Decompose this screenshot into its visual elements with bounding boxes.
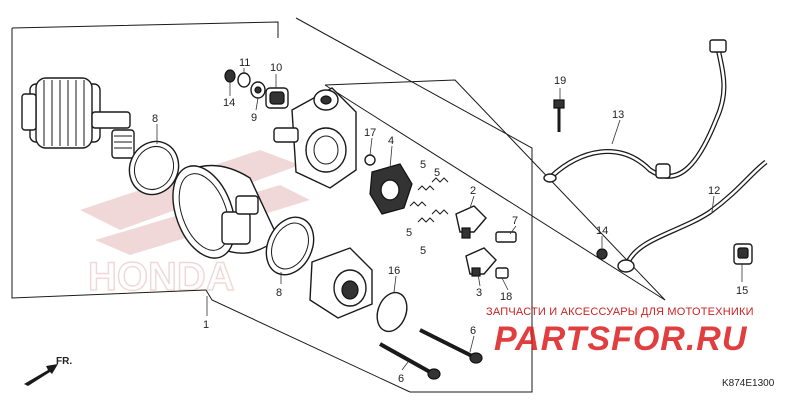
clip-15 xyxy=(733,243,753,265)
label-10: 10 xyxy=(270,62,282,74)
starter-cable-13 xyxy=(543,39,727,183)
bolt-19 xyxy=(553,99,565,132)
assembly-frame xyxy=(11,17,666,393)
label-15: 15 xyxy=(736,285,748,297)
label-2: 2 xyxy=(470,185,476,197)
front-direction-arrow xyxy=(24,364,58,386)
bolt-18 xyxy=(495,267,509,279)
o-ring-8-right xyxy=(265,216,315,276)
label-9: 9 xyxy=(251,112,257,124)
label-8-right: 8 xyxy=(276,287,282,299)
label-3: 3 xyxy=(476,287,482,299)
label-14-right: 14 xyxy=(596,225,608,237)
label-18: 18 xyxy=(500,291,512,303)
rear-cover xyxy=(273,87,357,189)
o-ring-16 xyxy=(376,291,408,333)
label-4: 4 xyxy=(388,135,394,147)
brushes xyxy=(455,205,497,277)
label-13: 13 xyxy=(612,109,624,121)
part-number-labels: 8 8 1 10 11 9 14 17 4 5 5 5 5 16 2 3 7 1… xyxy=(152,57,748,385)
label-14-top: 14 xyxy=(223,97,235,109)
label-5-a: 5 xyxy=(420,159,426,171)
watermark-subtitle: ЗАПЧАСТИ И АКСЕССУАРЫ ДЛЯ МОТОТЕХНИКИ xyxy=(486,306,754,318)
front-cover xyxy=(309,247,373,319)
starter-cable-12 xyxy=(596,159,768,273)
diagram-code: K874E1300 xyxy=(722,378,775,389)
brush-holder xyxy=(369,163,413,215)
label-6-bottom: 6 xyxy=(398,373,404,385)
leader-lines xyxy=(156,68,743,371)
washer-stack xyxy=(224,69,289,109)
o-ring-17 xyxy=(364,154,376,166)
long-bolts xyxy=(379,328,483,380)
label-1: 1 xyxy=(203,319,209,331)
brush-springs xyxy=(409,177,449,223)
front-direction-label: FR. xyxy=(56,356,73,367)
label-5-b: 5 xyxy=(434,167,440,179)
armature xyxy=(21,77,135,159)
bolt-7 xyxy=(495,231,517,243)
label-8-left: 8 xyxy=(152,113,158,125)
label-19: 19 xyxy=(554,75,566,87)
svg-text:HONDA: HONDA xyxy=(88,255,235,299)
label-11: 11 xyxy=(239,57,250,69)
label-17: 17 xyxy=(364,127,376,139)
label-12: 12 xyxy=(708,185,720,197)
label-7: 7 xyxy=(512,215,518,227)
label-5-c: 5 xyxy=(406,227,412,239)
label-5-d: 5 xyxy=(420,245,426,257)
label-6-right: 6 xyxy=(470,325,476,337)
label-16: 16 xyxy=(388,265,400,277)
watermark-brand: PARTSFOR.RU xyxy=(494,320,748,358)
